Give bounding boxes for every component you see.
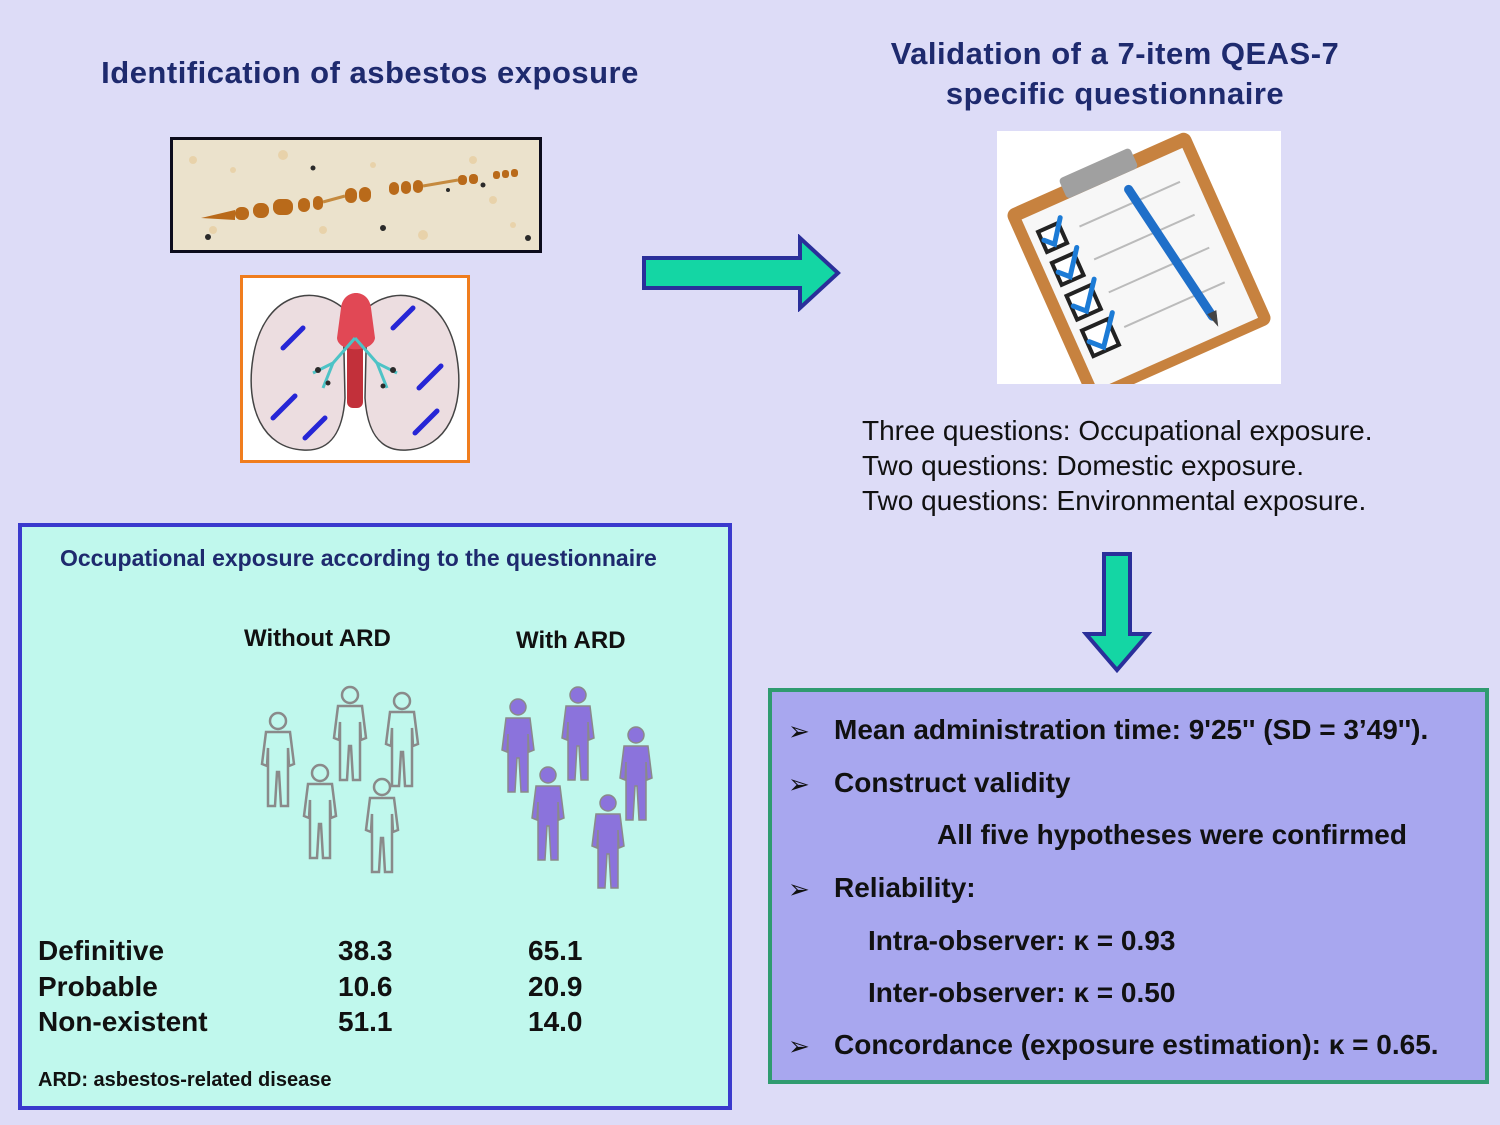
occupational-panel-title: Occupational exposure according to the q… <box>60 545 657 571</box>
left-title: Identification of asbestos exposure <box>101 55 639 90</box>
column-header-without-ard: Without ARD <box>244 625 391 652</box>
mean-administration-time: Mean administration time: 9'25'' (SD = 3… <box>834 714 1429 745</box>
lungs-illustration <box>240 275 470 463</box>
reliability: Reliability: <box>834 872 976 903</box>
people-without-ard-icon <box>260 685 420 874</box>
value-non-existent-without: 51.1 <box>338 1006 393 1037</box>
ard-footnote: ARD: asbestos-related disease <box>38 1069 332 1091</box>
row-label-non-existent: Non-existent <box>38 1006 208 1037</box>
clipboard-checklist-image <box>997 131 1281 401</box>
question-line: Two questions: Domestic exposure. <box>862 450 1304 481</box>
row-label-definitive: Definitive <box>38 935 165 966</box>
bullet-arrow-icon: ➢ <box>788 874 810 904</box>
value-definitive-with: 65.1 <box>528 935 583 966</box>
down-arrow-icon <box>1082 552 1152 674</box>
question-line: Two questions: Environmental exposure. <box>862 485 1367 516</box>
results-panel: ➢ Mean administration time: 9'25'' (SD =… <box>768 688 1489 1084</box>
construct-validity-detail: All five hypotheses were confirmed <box>937 819 1407 850</box>
right-title-line1: Validation of a 7-item QEAS-7 <box>890 36 1340 71</box>
intra-observer-kappa: Intra-observer: κ = 0.93 <box>868 925 1176 956</box>
construct-validity: Construct validity <box>834 767 1071 798</box>
question-line: Three questions: Occupational exposure. <box>862 415 1373 446</box>
bullet-arrow-icon: ➢ <box>788 716 810 746</box>
questions-list: Three questions: Occupational exposure. … <box>862 413 1482 518</box>
right-title-line2: specific questionnaire <box>945 76 1285 111</box>
asbestos-body-micrograph <box>170 137 542 253</box>
people-with-ard-icon <box>501 686 653 889</box>
concordance-kappa: Concordance (exposure estimation): κ = 0… <box>834 1029 1439 1060</box>
value-probable-with: 20.9 <box>528 971 583 1002</box>
bullet-arrow-icon: ➢ <box>788 769 810 799</box>
column-header-with-ard: With ARD <box>516 627 626 654</box>
row-label-probable: Probable <box>38 971 158 1002</box>
inter-observer-kappa: Inter-observer: κ = 0.50 <box>868 977 1176 1008</box>
right-arrow-icon <box>642 234 841 312</box>
right-title: Validation of a 7-item QEAS-7 specific q… <box>830 34 1400 114</box>
value-definitive-without: 38.3 <box>338 935 393 966</box>
value-non-existent-with: 14.0 <box>528 1006 583 1037</box>
occupational-exposure-panel: Occupational exposure according to the q… <box>18 523 732 1110</box>
bullet-arrow-icon: ➢ <box>788 1031 810 1061</box>
value-probable-without: 10.6 <box>338 971 393 1002</box>
